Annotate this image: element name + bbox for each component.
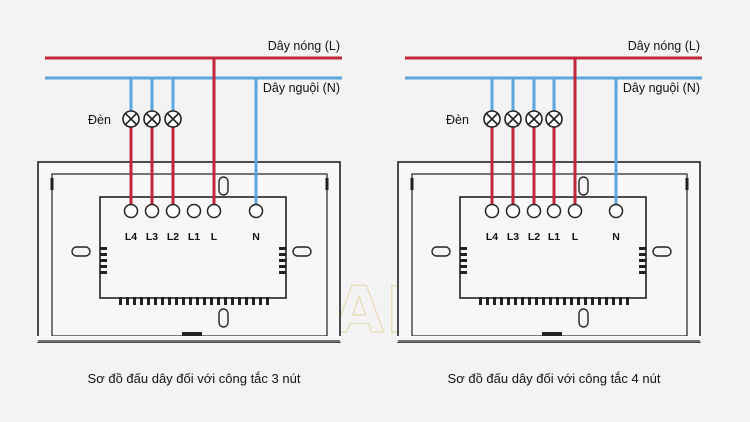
mounting-slot-right bbox=[292, 246, 312, 257]
neutral-wire-label: Dây nguội (N) bbox=[263, 81, 340, 95]
terminal-label-n: N bbox=[612, 231, 620, 243]
mounting-slot-bottom bbox=[578, 308, 589, 328]
lamp-1 bbox=[483, 110, 501, 128]
terminal-label-l3: L3 bbox=[507, 231, 519, 243]
neutral-wire-label: Dây nguội (N) bbox=[623, 81, 700, 95]
mounting-slot-left bbox=[71, 246, 91, 257]
lamp-label: Đèn bbox=[88, 113, 111, 127]
terminal-block bbox=[123, 203, 264, 219]
terminal-label-l1: L1 bbox=[188, 231, 200, 243]
lamp-3 bbox=[525, 110, 543, 128]
terminal-label-l: L bbox=[211, 231, 218, 243]
mounting-slot-left bbox=[431, 246, 451, 257]
lamp-3 bbox=[164, 110, 182, 128]
mounting-slot-top bbox=[218, 176, 229, 196]
live-wire-label: Dây nóng (L) bbox=[628, 39, 700, 53]
terminal-label-l3: L3 bbox=[146, 231, 158, 243]
terminal-block bbox=[484, 203, 624, 219]
mounting-slot-top bbox=[578, 176, 589, 196]
mounting-slot-bottom bbox=[218, 308, 229, 328]
lamp-2 bbox=[504, 110, 522, 128]
terminal-label-n: N bbox=[252, 231, 260, 243]
terminal-label-l2: L2 bbox=[528, 231, 540, 243]
terminal-label-l1: L1 bbox=[548, 231, 560, 243]
lamp-1 bbox=[122, 110, 140, 128]
lamp-4 bbox=[545, 110, 563, 128]
diagram-3-button: Dây nóng (L) Dây nguội (N) Đèn L4 L3 L2 … bbox=[37, 39, 342, 386]
lamp-label: Đèn bbox=[446, 113, 469, 127]
terminal-label-l: L bbox=[572, 231, 579, 243]
lamp-2 bbox=[143, 110, 161, 128]
caption: Sơ đồ đấu dây đối với công tắc 3 nút bbox=[88, 371, 301, 386]
live-wire-label: Dây nóng (L) bbox=[268, 39, 340, 53]
mounting-slot-right bbox=[652, 246, 672, 257]
diagram-4-button: Dây nóng (L) Dây nguội (N) Đèn L4 L3 L2 … bbox=[397, 39, 702, 386]
terminal-label-l4: L4 bbox=[125, 231, 137, 243]
caption: Sơ đồ đấu dây đối với công tắc 4 nút bbox=[448, 371, 661, 386]
terminal-label-l4: L4 bbox=[486, 231, 498, 243]
terminal-label-l2: L2 bbox=[167, 231, 179, 243]
